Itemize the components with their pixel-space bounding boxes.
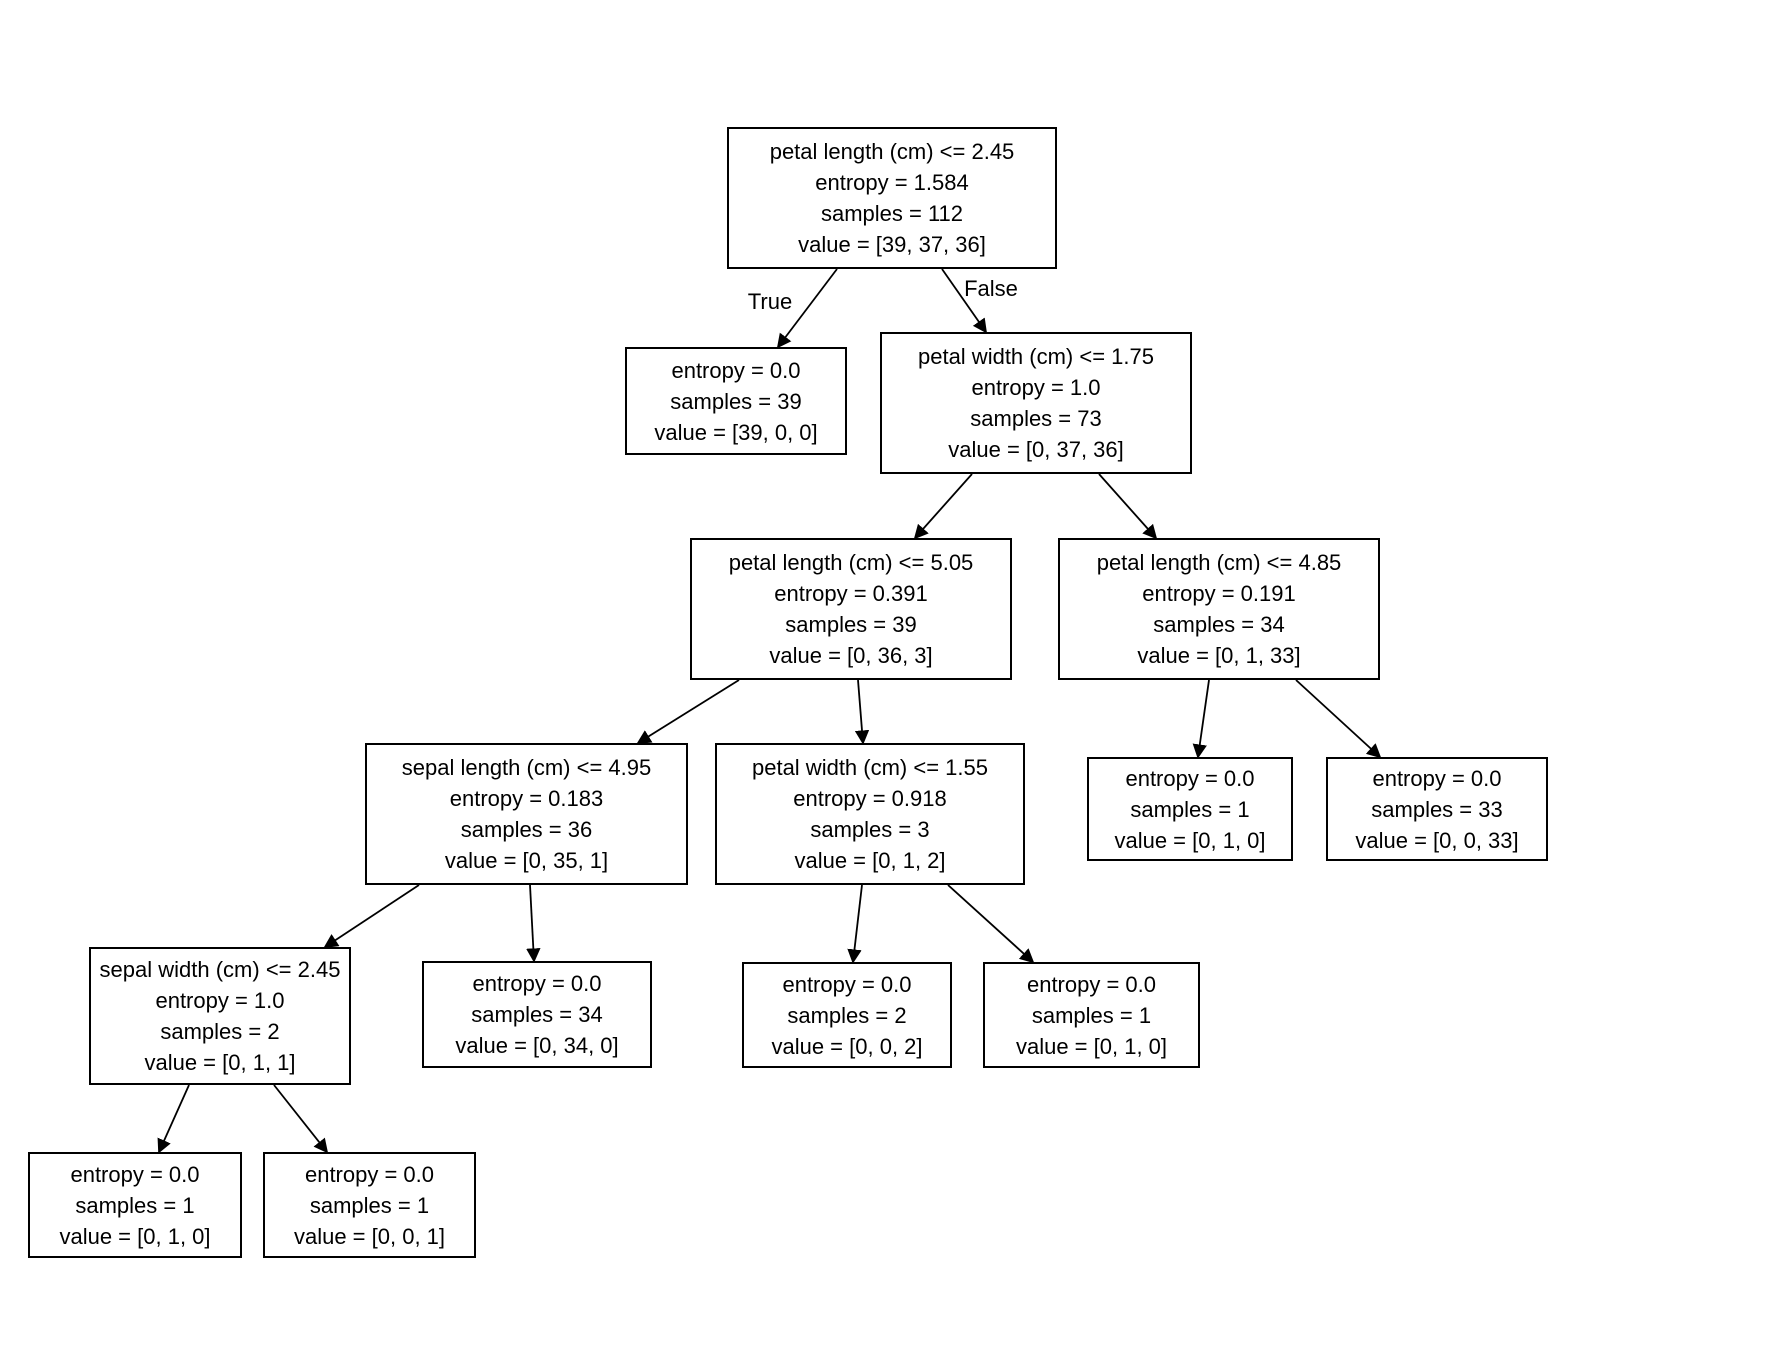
tree-node-sepal-width-2-45: sepal width (cm) <= 2.45 entropy = 1.0 s… — [89, 947, 351, 1085]
tree-node-leaf: entropy = 0.0 samples = 34 value = [0, 3… — [422, 961, 652, 1068]
node-samples: samples = 1 — [1130, 796, 1250, 822]
node-samples: samples = 34 — [1153, 612, 1285, 637]
node-entropy: entropy = 0.0 — [782, 971, 912, 997]
node-value: value = [39, 37, 36] — [798, 232, 986, 257]
edge — [526, 884, 541, 963]
node-entropy: entropy = 1.0 — [155, 988, 285, 1013]
node-samples: samples = 73 — [970, 406, 1102, 431]
node-condition: petal length (cm) <= 2.45 — [769, 139, 1015, 164]
node-condition: petal width (cm) <= 1.75 — [917, 344, 1154, 369]
node-samples: samples = 39 — [785, 612, 917, 637]
node-value: value = [0, 0, 1] — [293, 1223, 446, 1249]
node-samples: samples = 2 — [160, 1019, 280, 1044]
node-samples: samples = 34 — [471, 1002, 603, 1027]
node-samples: samples = 112 — [820, 201, 964, 226]
edge — [273, 1084, 329, 1154]
edge-root-true — [776, 268, 838, 349]
node-value: value = [0, 37, 36] — [948, 437, 1124, 462]
node-samples: samples = 2 — [787, 1002, 907, 1028]
edge — [157, 1084, 190, 1154]
node-samples: samples = 1 — [75, 1192, 195, 1218]
node-samples: samples = 39 — [670, 388, 802, 414]
tree-node-petal-length-4-85: petal length (cm) <= 4.85 entropy = 0.19… — [1058, 538, 1380, 680]
node-value: value = [39, 0, 0] — [654, 419, 818, 445]
node-value: value = [0, 1, 0] — [59, 1223, 211, 1249]
node-samples: samples = 1 — [1031, 1002, 1152, 1028]
tree-node-leaf: entropy = 0.0 samples = 1 value = [0, 1,… — [983, 962, 1200, 1068]
node-value: value = [0, 0, 33] — [1355, 827, 1519, 853]
edge-root-false — [941, 268, 988, 334]
node-samples: samples = 3 — [810, 817, 930, 842]
tree-node-sepal-length-4-95: sepal length (cm) <= 4.95 entropy = 0.18… — [365, 743, 688, 885]
node-entropy: entropy = 0.0 — [70, 1161, 200, 1187]
node-value: value = [0, 1, 33] — [1137, 643, 1301, 668]
node-condition: petal length (cm) <= 4.85 — [1096, 550, 1342, 575]
tree-node-petal-width-1-75: petal width (cm) <= 1.75 entropy = 1.0 s… — [880, 332, 1192, 474]
node-samples: samples = 33 — [1371, 796, 1503, 822]
tree-node-petal-width-1-55: petal width (cm) <= 1.55 entropy = 0.918… — [715, 743, 1025, 885]
node-entropy: entropy = 0.191 — [1142, 581, 1296, 606]
node-entropy: entropy = 0.0 — [671, 357, 801, 383]
node-entropy: entropy = 0.0 — [472, 971, 602, 996]
edge — [1295, 679, 1382, 759]
node-entropy: entropy = 0.183 — [449, 786, 604, 811]
edge — [947, 884, 1035, 964]
node-value: value = [0, 34, 0] — [455, 1033, 619, 1058]
node-value: value = [0, 0, 2] — [771, 1033, 923, 1059]
tree-node-leaf: entropy = 0.0 samples = 2 value = [0, 0,… — [742, 962, 952, 1068]
edge — [854, 679, 870, 745]
node-condition: sepal width (cm) <= 2.45 — [99, 957, 341, 982]
edge — [1192, 679, 1210, 759]
tree-node-leaf: entropy = 0.0 samples = 1 value = [0, 0,… — [263, 1152, 476, 1258]
node-value: value = [0, 1, 1] — [144, 1050, 296, 1075]
edge-label-true: True — [747, 289, 793, 314]
node-entropy: entropy = 0.0 — [1125, 765, 1255, 791]
edge — [847, 884, 863, 964]
node-value: value = [0, 35, 1] — [444, 848, 609, 873]
tree-node-leaf-setosa: entropy = 0.0 samples = 39 value = [39, … — [625, 347, 847, 455]
node-entropy: entropy = 1.0 — [971, 375, 1101, 400]
tree-node-leaf: entropy = 0.0 samples = 1 value = [0, 1,… — [1087, 757, 1293, 861]
tree-node-petal-length-5-05: petal length (cm) <= 5.05 entropy = 0.39… — [690, 538, 1012, 680]
node-entropy: entropy = 0.0 — [1372, 765, 1502, 791]
node-value: value = [0, 1, 2] — [794, 848, 946, 873]
node-value: value = [0, 1, 0] — [1114, 827, 1266, 853]
node-entropy: entropy = 0.0 — [1026, 971, 1157, 997]
node-condition: petal length (cm) <= 5.05 — [728, 550, 974, 575]
node-entropy: entropy = 0.391 — [774, 581, 928, 606]
node-entropy: entropy = 0.918 — [793, 786, 947, 811]
tree-node-leaf: entropy = 0.0 samples = 1 value = [0, 1,… — [28, 1152, 242, 1258]
node-entropy: entropy = 1.584 — [815, 170, 969, 195]
edge — [1098, 473, 1158, 540]
node-samples: samples = 36 — [460, 817, 593, 842]
node-condition: petal width (cm) <= 1.55 — [751, 755, 988, 780]
edge — [913, 473, 973, 540]
tree-node-leaf: entropy = 0.0 samples = 33 value = [0, 0… — [1326, 757, 1548, 861]
edge — [323, 884, 420, 948]
edge-label-false: False — [964, 276, 1018, 301]
edge — [636, 679, 740, 744]
node-samples: samples = 1 — [309, 1192, 430, 1218]
tree-node-root: petal length (cm) <= 2.45 entropy = 1.58… — [727, 127, 1057, 269]
node-condition: sepal length (cm) <= 4.95 — [401, 755, 652, 780]
node-entropy: entropy = 0.0 — [304, 1161, 435, 1187]
node-value: value = [0, 1, 0] — [1015, 1033, 1168, 1059]
node-value: value = [0, 36, 3] — [769, 643, 933, 668]
